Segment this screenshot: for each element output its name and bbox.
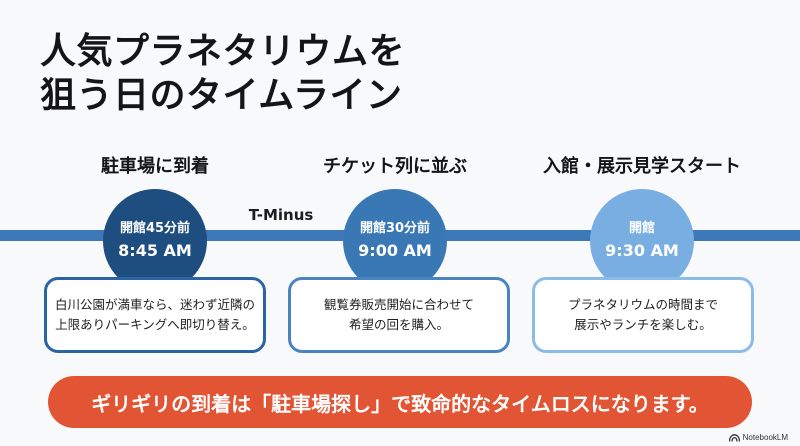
page-title: 人気プラネタリウムを 狙う日のタイムライン xyxy=(40,30,405,118)
notebooklm-watermark: NotebookLM xyxy=(728,433,788,442)
step-3-description-line-2: 展示やランチを楽しむ。 xyxy=(574,317,712,332)
step-2-description-line-1: 観覧券販売開始に合わせて xyxy=(323,297,474,312)
watermark-text: NotebookLM xyxy=(742,433,788,442)
step-1-description-line-2: 上限ありパーキングへ即切り替え。 xyxy=(55,317,255,332)
step-2-time-circle: 開館30分前 9:00 AM xyxy=(343,189,447,293)
step-2-time: 9:00 AM xyxy=(358,241,432,260)
step-1-time-circle: 開館45分前 8:45 AM xyxy=(103,189,207,293)
step-2-description-line-2: 希望の回を購入。 xyxy=(348,317,449,332)
step-2-card: 観覧券販売開始に合わせて 希望の回を購入。 xyxy=(288,277,510,353)
page-title-line-1: 人気プラネタリウムを xyxy=(40,31,406,72)
page-title-line-2: 狙う日のタイムライン xyxy=(40,75,403,116)
step-3-description: プラネタリウムの時間まで 展示やランチを楽しむ。 xyxy=(568,295,718,335)
step-3-description-line-1: プラネタリウムの時間まで xyxy=(567,297,718,312)
step-1-description-line-1: 白川公園が満車なら、迷わず近隣の xyxy=(54,297,255,312)
step-3-time-label: 開館 xyxy=(628,221,655,236)
step-2-title: チケット列に並ぶ xyxy=(323,156,467,177)
step-3-time-circle: 開館 9:30 AM xyxy=(590,189,694,293)
step-1-time-label: 開館45分前 xyxy=(119,221,191,236)
step-2-time-label: 開館30分前 xyxy=(359,221,431,236)
step-1-card: 白川公園が満車なら、迷わず近隣の 上限ありパーキングへ即切り替え。 xyxy=(44,277,266,353)
step-1-title: 駐車場に到着 xyxy=(101,156,209,177)
step-3-card: プラネタリウムの時間まで 展示やランチを楽しむ。 xyxy=(532,277,754,353)
step-2-description: 観覧券販売開始に合わせて 希望の回を購入。 xyxy=(324,295,474,335)
step-1-description: 白川公園が満車なら、迷わず近隣の 上限ありパーキングへ即切り替え。 xyxy=(55,295,255,335)
step-1-time: 8:45 AM xyxy=(118,241,192,260)
notebooklm-logo-icon xyxy=(728,433,740,442)
warning-banner-text: ギリギリの到着は「駐車場探し」で致命的なタイムロスになります。 xyxy=(91,391,709,416)
step-3-time: 9:30 AM xyxy=(605,241,679,260)
step-3-title: 入館・展示見学スタート xyxy=(543,156,741,177)
timeline-label: T-Minus xyxy=(240,206,322,224)
warning-banner: ギリギリの到着は「駐車場探し」で致命的なタイムロスになります。 xyxy=(48,376,752,428)
